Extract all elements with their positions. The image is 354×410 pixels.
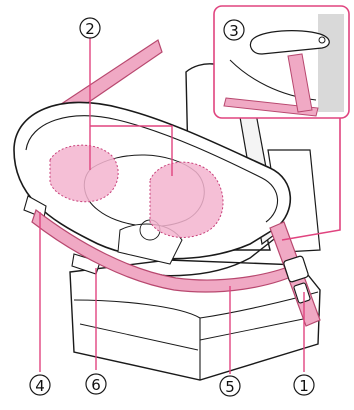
marker-6: 6 xyxy=(86,374,106,394)
marker-1-label: 1 xyxy=(299,377,309,395)
marker-3-label: 3 xyxy=(229,22,239,40)
marker-2-label: 2 xyxy=(85,20,95,38)
highlight-area-left xyxy=(50,145,118,202)
marker-5: 5 xyxy=(220,376,240,396)
marker-5-label: 5 xyxy=(225,378,235,396)
marker-1: 1 xyxy=(294,375,314,395)
marker-4-label: 4 xyxy=(35,377,45,395)
marker-3: 3 xyxy=(224,20,244,40)
marker-6-label: 6 xyxy=(91,376,101,394)
marker-2: 2 xyxy=(80,18,100,38)
marker-4: 4 xyxy=(30,375,50,395)
